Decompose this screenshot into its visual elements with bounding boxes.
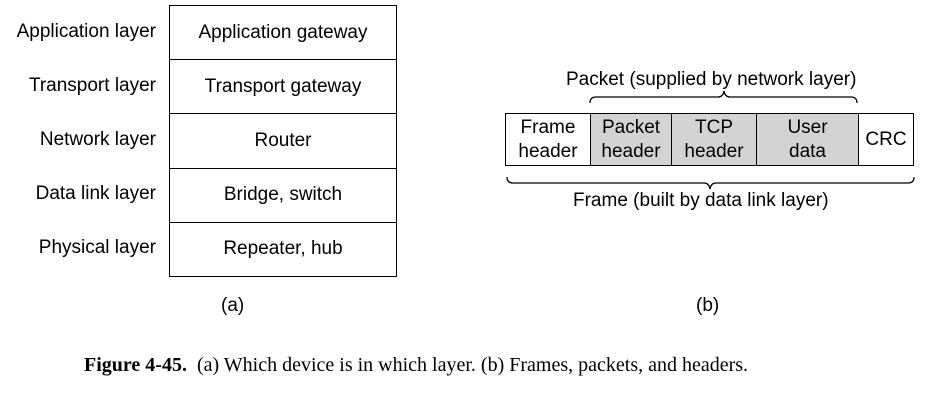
packet-label: Packet (supplied by network layer) — [566, 69, 857, 90]
crc-field: CRC — [858, 114, 913, 165]
table-row: Router — [169, 113, 397, 169]
table-row: Application gateway — [169, 4, 397, 61]
field-line1: User — [787, 116, 828, 138]
device-cell-application: Application gateway — [169, 4, 397, 61]
figure-caption: Figure 4-45. (a) Which device is in whic… — [84, 352, 804, 378]
frame-header-field: Frame header — [506, 114, 590, 165]
figure-number: Figure 4-45. — [84, 354, 187, 376]
field-line2: header — [684, 140, 744, 162]
tcp-header-field: TCP header — [671, 114, 756, 165]
frame-diagram: Frame header Packet header TCP header Us… — [505, 113, 914, 166]
field-line1: CRC — [865, 128, 907, 150]
table-row: Bridge, switch — [169, 167, 397, 223]
device-cell-network: Router — [169, 113, 397, 169]
frame-brace — [506, 176, 915, 190]
part-b-label: (b) — [696, 295, 720, 316]
field-line2: header — [601, 140, 661, 162]
layer-label-data-link: Data link layer — [35, 183, 156, 204]
figure-caption-text: (a) Which device is in which layer. (b) … — [196, 354, 749, 376]
packet-header-field: Packet header — [590, 114, 671, 165]
table-row: Transport gateway — [169, 59, 397, 115]
device-cell-physical: Repeater, hub — [169, 221, 397, 278]
device-cell-data-link: Bridge, switch — [169, 167, 397, 223]
field-line1: TCP — [695, 116, 733, 138]
layer-label-network: Network layer — [39, 129, 156, 150]
field-line2: data — [789, 140, 826, 162]
frame-label: Frame (built by data link layer) — [573, 190, 829, 211]
layer-label-transport: Transport layer — [28, 75, 156, 96]
field-line1: Frame — [520, 116, 576, 138]
part-a-label: (a) — [221, 295, 245, 316]
device-table: Application gateway Transport gateway Ro… — [169, 4, 397, 278]
device-cell-transport: Transport gateway — [169, 59, 397, 115]
field-line2: header — [518, 140, 578, 162]
layer-label-application: Application layer — [16, 21, 156, 42]
packet-brace — [589, 90, 858, 104]
field-line1: Packet — [601, 116, 661, 138]
user-data-field: User data — [756, 114, 858, 165]
layer-label-physical: Physical layer — [38, 237, 156, 258]
table-row: Repeater, hub — [169, 221, 397, 278]
